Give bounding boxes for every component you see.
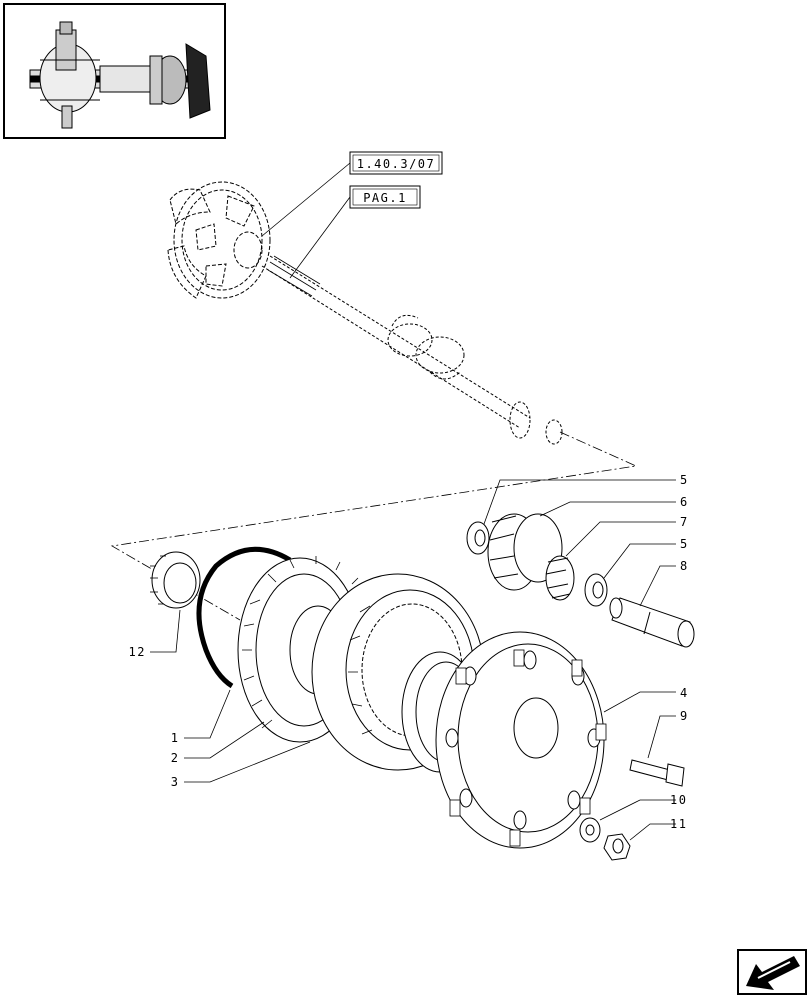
callout-6[interactable]: 6 (680, 495, 687, 509)
axle-overview-thumbnail[interactable] (3, 3, 226, 139)
callout-8[interactable]: 8 (680, 559, 687, 573)
callout-11[interactable]: 11 (670, 817, 687, 831)
callout-labels: 1 2 3 4 5 6 7 5 8 9 10 11 12 (129, 473, 688, 831)
callout-4[interactable]: 4 (680, 686, 687, 700)
callout-7[interactable]: 7 (680, 515, 687, 529)
part-10-washer[interactable] (579, 817, 601, 843)
part-11-nut[interactable] (603, 833, 631, 861)
part-5-thrust-washer-lower[interactable] (584, 573, 608, 607)
callout-3[interactable]: 3 (171, 775, 178, 789)
ref-box-page[interactable]: PAG.1 (349, 185, 421, 209)
part-7-needle-bearing[interactable] (545, 555, 575, 601)
callout-2[interactable]: 2 (171, 751, 178, 765)
page-ref-label: PAG.1 (363, 191, 407, 205)
part-12-sun-gear[interactable] (150, 551, 201, 609)
callout-5b[interactable]: 5 (680, 537, 687, 551)
differential-housing-phantom (167, 181, 271, 299)
part-9-bolt[interactable] (629, 759, 685, 787)
part-1-snap-ring[interactable] (196, 546, 292, 689)
callout-1[interactable]: 1 (171, 731, 178, 745)
part-5-thrust-washer-upper[interactable] (466, 521, 490, 555)
axle-shaft (261, 255, 563, 445)
callout-9[interactable]: 9 (680, 709, 687, 723)
callout-12[interactable]: 12 (129, 645, 146, 659)
part-8-planet-pin[interactable] (609, 597, 695, 648)
ref-box-group[interactable]: 1.40.3/07 (349, 151, 443, 175)
leader-lines (150, 479, 676, 841)
part-4-hub-flange[interactable] (435, 631, 607, 849)
arrow-back-icon[interactable] (737, 949, 807, 995)
callout-10[interactable]: 10 (670, 793, 687, 807)
callout-5a[interactable]: 5 (680, 473, 687, 487)
group-ref-label: 1.40.3/07 (357, 157, 436, 171)
